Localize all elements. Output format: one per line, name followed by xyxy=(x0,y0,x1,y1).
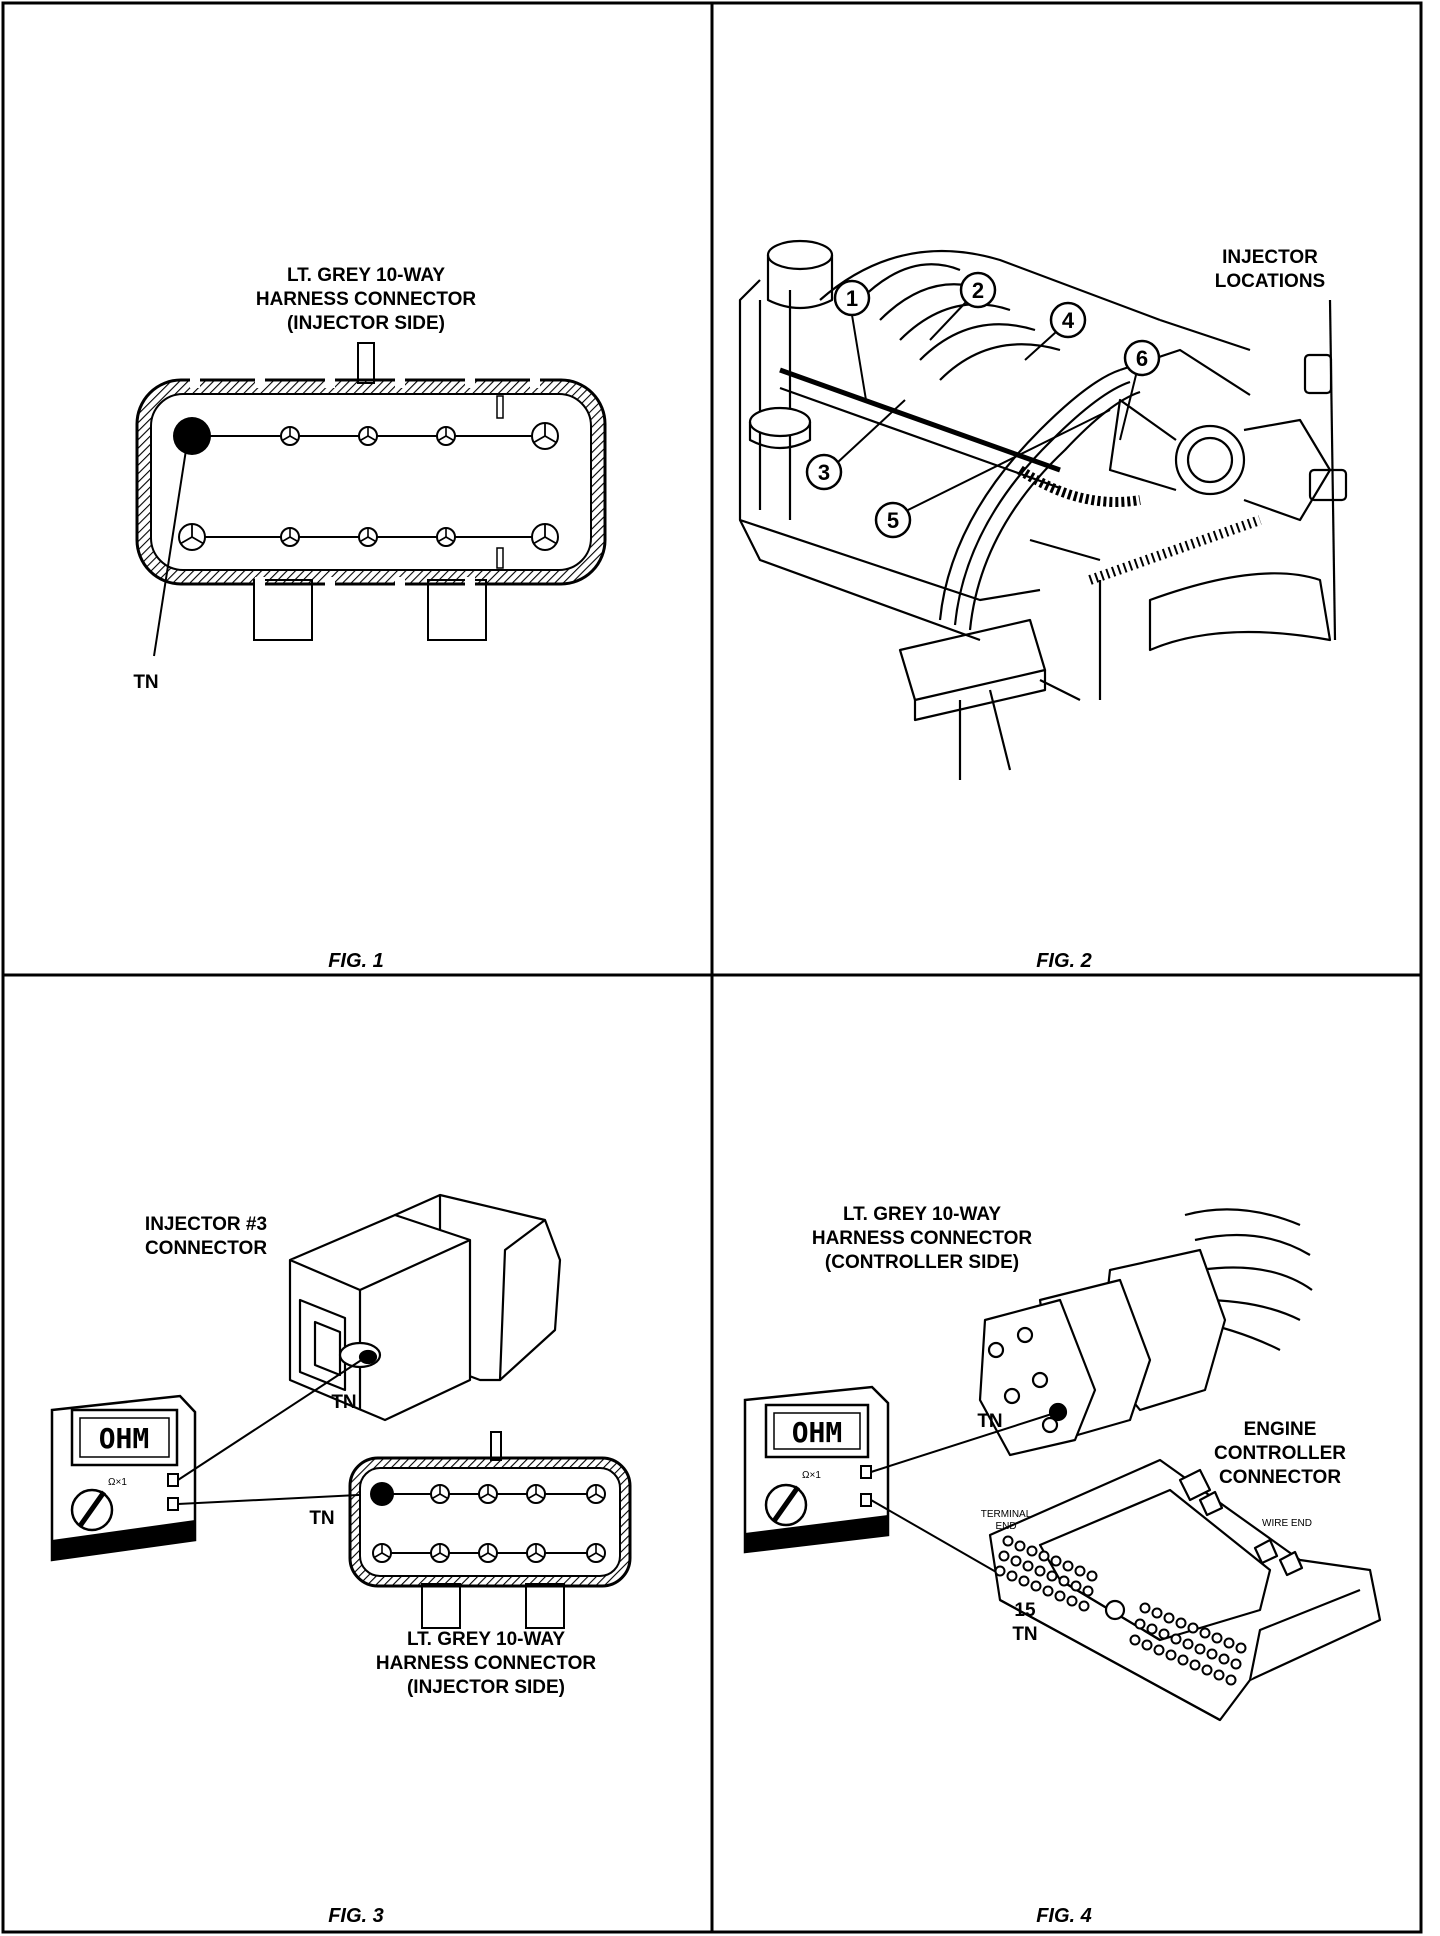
fig1-tn-leader xyxy=(153,449,187,657)
callout-3: 3 xyxy=(805,399,906,491)
fig2-callouts: 1 2 3 4 5 xyxy=(805,271,1161,539)
fig3-injector-line2: CONNECTOR xyxy=(145,1238,267,1259)
fig3-harness-connector xyxy=(348,1431,632,1629)
fig4-terminal-end-line2: END xyxy=(995,1521,1016,1532)
fig1-caption: FIG. 1 xyxy=(328,950,384,972)
fig3-label-line3: (INJECTOR SIDE) xyxy=(407,1677,565,1698)
svg-text:2: 2 xyxy=(972,278,984,303)
fig3-tn-label-1: TN xyxy=(331,1392,356,1413)
fig2-label-line1: INJECTOR xyxy=(1222,247,1318,268)
fig4-caption: FIG. 4 xyxy=(1036,1905,1092,1927)
callout-1: 1 xyxy=(833,279,871,401)
fig3-dial-label: Ω×1 xyxy=(108,1477,127,1488)
fig1-label-line2: HARNESS CONNECTOR xyxy=(256,289,477,310)
fig4-harness-connector xyxy=(978,1208,1313,1457)
fig1-tn-label: TN xyxy=(133,672,158,693)
fig4-terminal-end-line1: TERMINAL xyxy=(981,1509,1032,1520)
engine-controller-connector xyxy=(988,1458,1382,1722)
fig4-dial-label: Ω×1 xyxy=(802,1470,821,1481)
svg-text:5: 5 xyxy=(887,508,899,533)
fig4-ohmmeter: OHM Ω×1 xyxy=(743,1385,890,1554)
fig2-caption: FIG. 2 xyxy=(1036,950,1092,972)
fig4-panel: LT. GREY 10-WAY HARNESS CONNECTOR (CONTR… xyxy=(743,1204,1382,1927)
fig3-caption: FIG. 3 xyxy=(328,1905,384,1927)
fig4-tn-label-2: TN xyxy=(1012,1624,1037,1645)
fig1-label-line3: (INJECTOR SIDE) xyxy=(287,313,445,334)
fig1-label-line1: LT. GREY 10-WAY xyxy=(287,265,445,286)
callout-5: 5 xyxy=(874,409,1111,539)
fig4-ecm-line1: ENGINE xyxy=(1244,1419,1317,1440)
fig1-panel: LT. GREY 10-WAY HARNESS CONNECTOR (INJEC… xyxy=(133,265,607,972)
callout-2: 2 xyxy=(929,271,997,341)
fig2-label-line2: LOCATIONS xyxy=(1215,271,1325,292)
svg-text:4: 4 xyxy=(1062,308,1075,333)
fig3-tn-pin xyxy=(370,1482,394,1506)
fig4-pin-number: 15 xyxy=(1014,1600,1036,1621)
fig1-tn-pin xyxy=(173,417,211,455)
fig3-probe-lead-1 xyxy=(177,1356,367,1481)
engine-illustration xyxy=(738,239,1348,780)
fig3-probe-lead-2 xyxy=(177,1493,379,1505)
fig2-panel: INJECTOR LOCATIONS xyxy=(738,239,1348,972)
callout-4: 4 xyxy=(1024,301,1087,361)
fig3-ohmmeter: OHM Ω×1 xyxy=(50,1394,197,1562)
fig3-label-line2: HARNESS CONNECTOR xyxy=(376,1653,597,1674)
injector-3-connector xyxy=(288,1193,562,1422)
fig4-label-line1: LT. GREY 10-WAY xyxy=(843,1204,1001,1225)
fig4-probe-lead-2 xyxy=(870,1499,1011,1581)
fig4-probe-lead-1 xyxy=(870,1411,1059,1473)
fig1-harness-connector xyxy=(135,342,607,641)
callout-6: 6 xyxy=(1119,339,1161,441)
ecm-pin-field xyxy=(994,1535,1247,1686)
fig4-tn-label-1: TN xyxy=(977,1411,1002,1432)
svg-text:6: 6 xyxy=(1136,346,1148,371)
svg-text:3: 3 xyxy=(818,460,830,485)
fig4-ecm-line2: CONTROLLER xyxy=(1214,1443,1346,1464)
fig3-injector-line1: INJECTOR #3 xyxy=(145,1214,267,1235)
fig3-meter-display: OHM xyxy=(99,1422,150,1455)
fig3-label-line1: LT. GREY 10-WAY xyxy=(407,1629,565,1650)
fig4-wire-end: WIRE END xyxy=(1262,1518,1312,1529)
fig4-label-line3: (CONTROLLER SIDE) xyxy=(825,1252,1019,1273)
fig4-ecm-line3: CONNECTOR xyxy=(1219,1467,1341,1488)
fig4-meter-display: OHM xyxy=(792,1416,843,1449)
fig3-panel: INJECTOR #3 CONNECTOR OHM Ω×1 xyxy=(50,1193,632,1927)
svg-text:1: 1 xyxy=(846,286,858,311)
fig3-tn-label-2: TN xyxy=(309,1508,334,1529)
fig4-label-line2: HARNESS CONNECTOR xyxy=(812,1228,1033,1249)
